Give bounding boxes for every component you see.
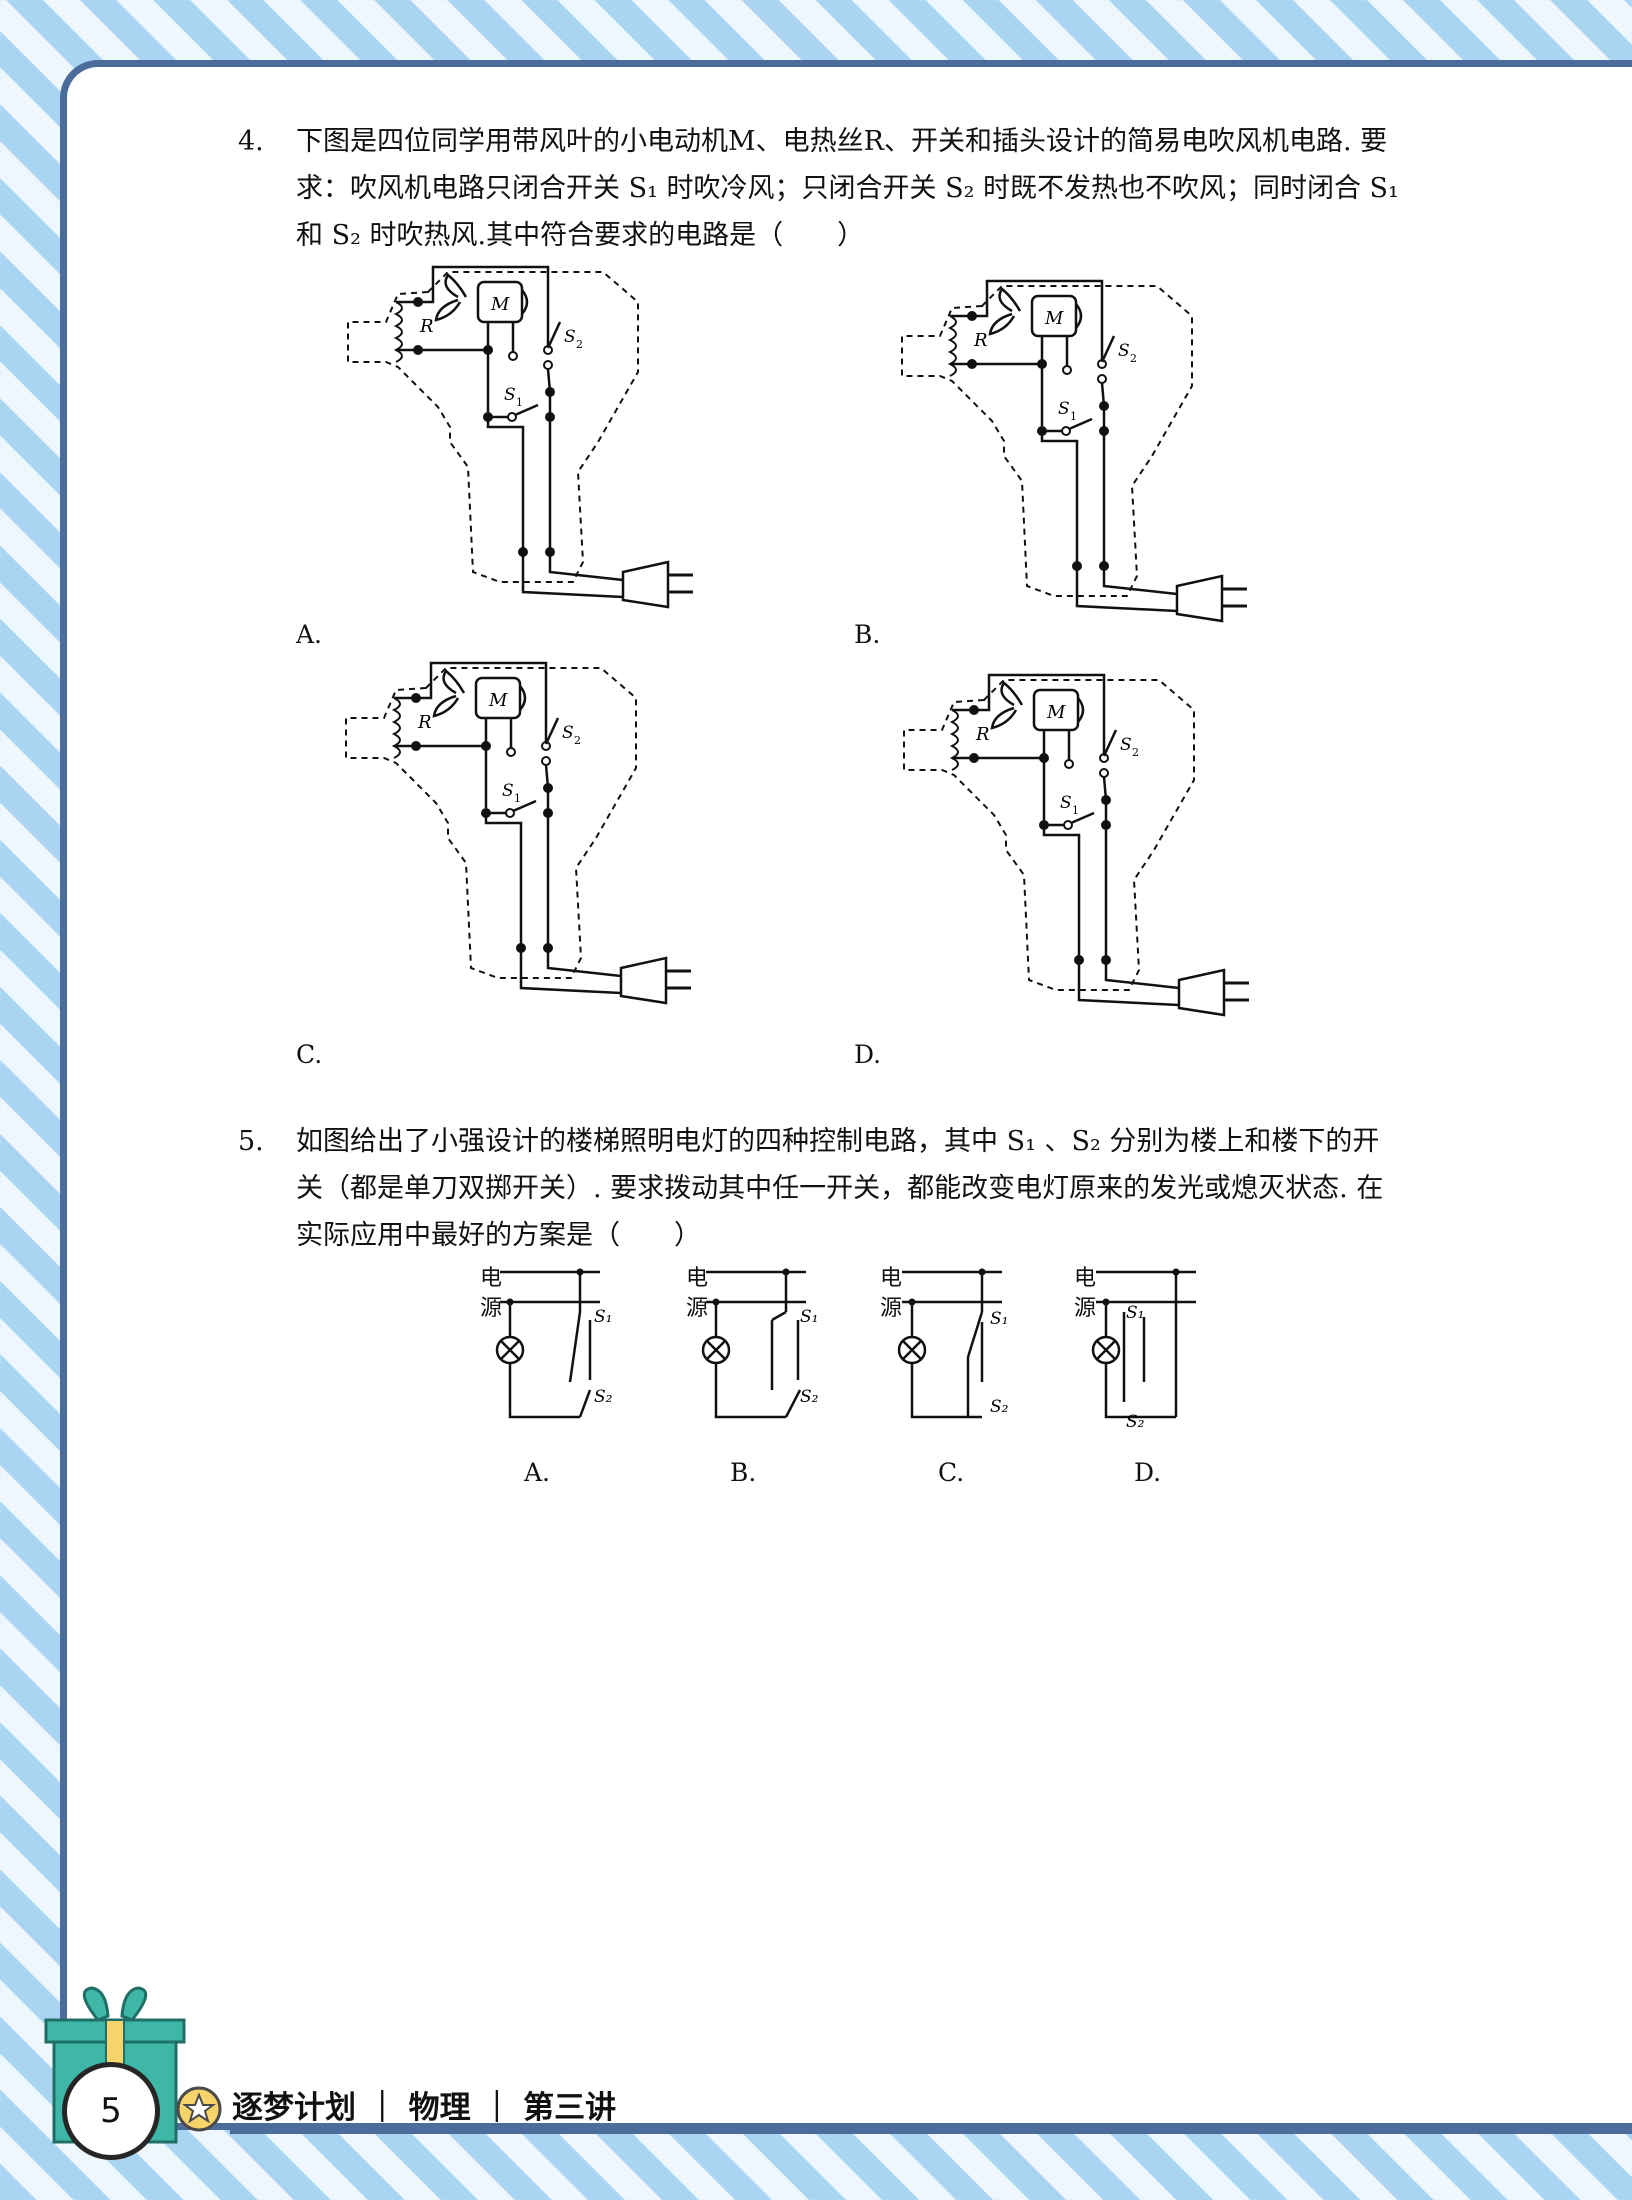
source-label-c-top: 电 <box>880 1266 903 1291</box>
page-number: 5 <box>62 2062 160 2160</box>
footer-title: 逐梦计划 ｜ 物理 ｜ 第三讲 <box>232 2090 617 2126</box>
option-label-d: D. <box>1134 1458 1162 1487</box>
source-label-a-bottom: 源 <box>480 1296 503 1321</box>
source-label-c-bottom: 源 <box>880 1296 903 1321</box>
source-label-d-bottom: 源 <box>1074 1296 1097 1321</box>
circuit-diagram-b <box>900 279 1249 623</box>
svg-text:S₂: S₂ <box>1126 1412 1145 1432</box>
question-text-line: 下图是四位同学用带风叶的小电动机M、电热丝R、开关和插头设计的简易电吹风机电路.… <box>296 126 1388 157</box>
question-text-line: 实际应用中最好的方案是（ ） <box>296 1220 701 1251</box>
svg-text:S₂: S₂ <box>800 1387 819 1407</box>
question-text-line: 关（都是单刀双掷开关）. 要求拨动其中任一开关，都能改变电灯原来的发光或熄灭状态… <box>296 1173 1384 1204</box>
source-label-d-top: 电 <box>1074 1266 1097 1291</box>
question-number: 5. <box>238 1126 264 1157</box>
svg-text:S₂: S₂ <box>990 1397 1009 1417</box>
svg-text:S₂: S₂ <box>594 1387 613 1407</box>
option-label-a: A. <box>296 620 323 649</box>
svg-text:S₁: S₁ <box>594 1307 612 1327</box>
source-label-a-top: 电 <box>480 1266 503 1291</box>
circuit-diagram-a <box>346 265 695 609</box>
question-text-line: 和 S₂ 时吹热风.其中符合要求的电路是（ ） <box>296 220 865 251</box>
option-label-c: C. <box>296 1040 323 1069</box>
footer-rule <box>230 2128 1632 2134</box>
svg-text:S₁: S₁ <box>800 1307 818 1327</box>
circuit-diagram-c <box>344 661 693 1005</box>
stair-circuit-a: S₁ S₂ <box>470 1262 640 1462</box>
source-label-b-top: 电 <box>686 1266 709 1291</box>
stair-circuit-b: S₁ S₂ <box>676 1262 846 1462</box>
circuit-diagram-d <box>902 673 1251 1017</box>
option-label-b: B. <box>854 620 881 649</box>
page-paper <box>60 60 1632 2130</box>
question-text-line: 求：吹风机电路只闭合开关 S₁ 时吹冷风；只闭合开关 S₂ 时既不发热也不吹风；… <box>296 173 1399 204</box>
star-badge-icon <box>176 2086 222 2132</box>
source-label-b-bottom: 源 <box>686 1296 709 1321</box>
stair-circuit-d: S₁ S₂ <box>1066 1262 1236 1462</box>
option-label-c: C. <box>938 1458 965 1487</box>
option-label-b: B. <box>730 1458 757 1487</box>
stair-circuit-c: S₁ S₂ <box>872 1262 1042 1462</box>
option-label-a: A. <box>524 1458 551 1487</box>
option-label-d: D. <box>854 1040 882 1069</box>
svg-text:S₁: S₁ <box>1126 1303 1144 1323</box>
svg-text:S₁: S₁ <box>990 1309 1008 1329</box>
question-text-line: 如图给出了小强设计的楼梯照明电灯的四种控制电路，其中 S₁ 、S₂ 分别为楼上和… <box>296 1126 1380 1157</box>
question-number: 4. <box>238 126 264 157</box>
